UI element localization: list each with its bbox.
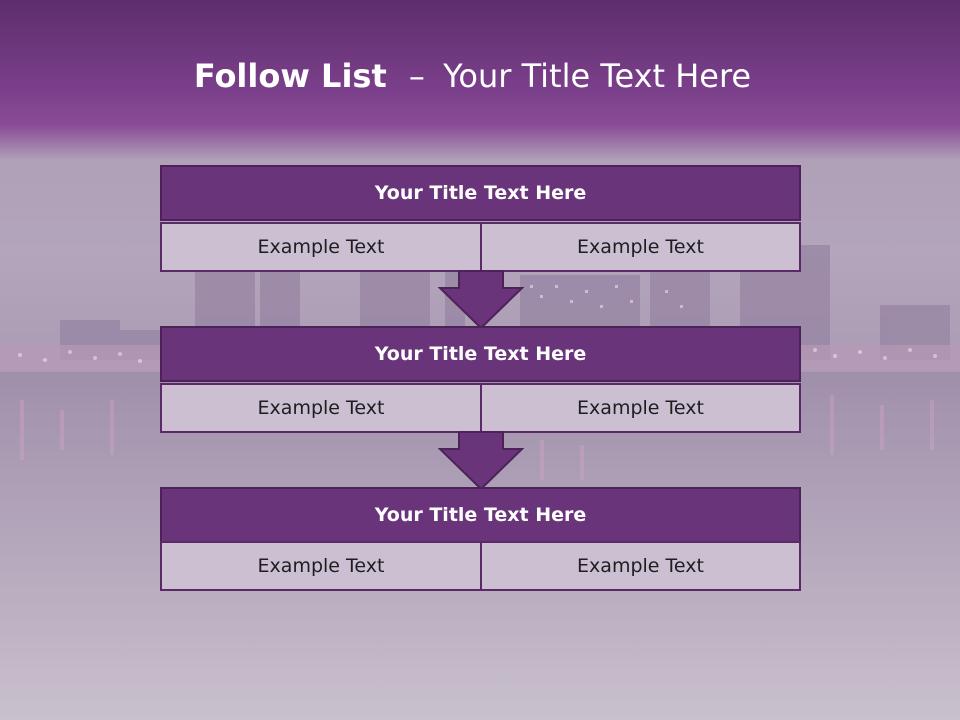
block-cell-right: Example Text [480, 222, 801, 272]
block-title: Your Title Text Here [160, 487, 801, 543]
header-band [0, 0, 960, 160]
title-rest-text: Your Title Text Here [443, 57, 752, 95]
block-cell-right: Example Text [480, 541, 801, 591]
block-title: Your Title Text Here [160, 326, 801, 382]
block-cell-left: Example Text [160, 541, 482, 591]
block-title: Your Title Text Here [160, 165, 801, 221]
title-dash: – [408, 57, 425, 95]
down-arrow-icon [438, 431, 524, 491]
block-cell-right: Example Text [480, 383, 801, 433]
title-bold-text: Follow List [193, 57, 387, 95]
down-arrow-icon [438, 270, 524, 330]
block-cell-left: Example Text [160, 222, 482, 272]
block-cell-left: Example Text [160, 383, 482, 433]
page-title: Follow List – Your Title Text Here [0, 55, 945, 97]
